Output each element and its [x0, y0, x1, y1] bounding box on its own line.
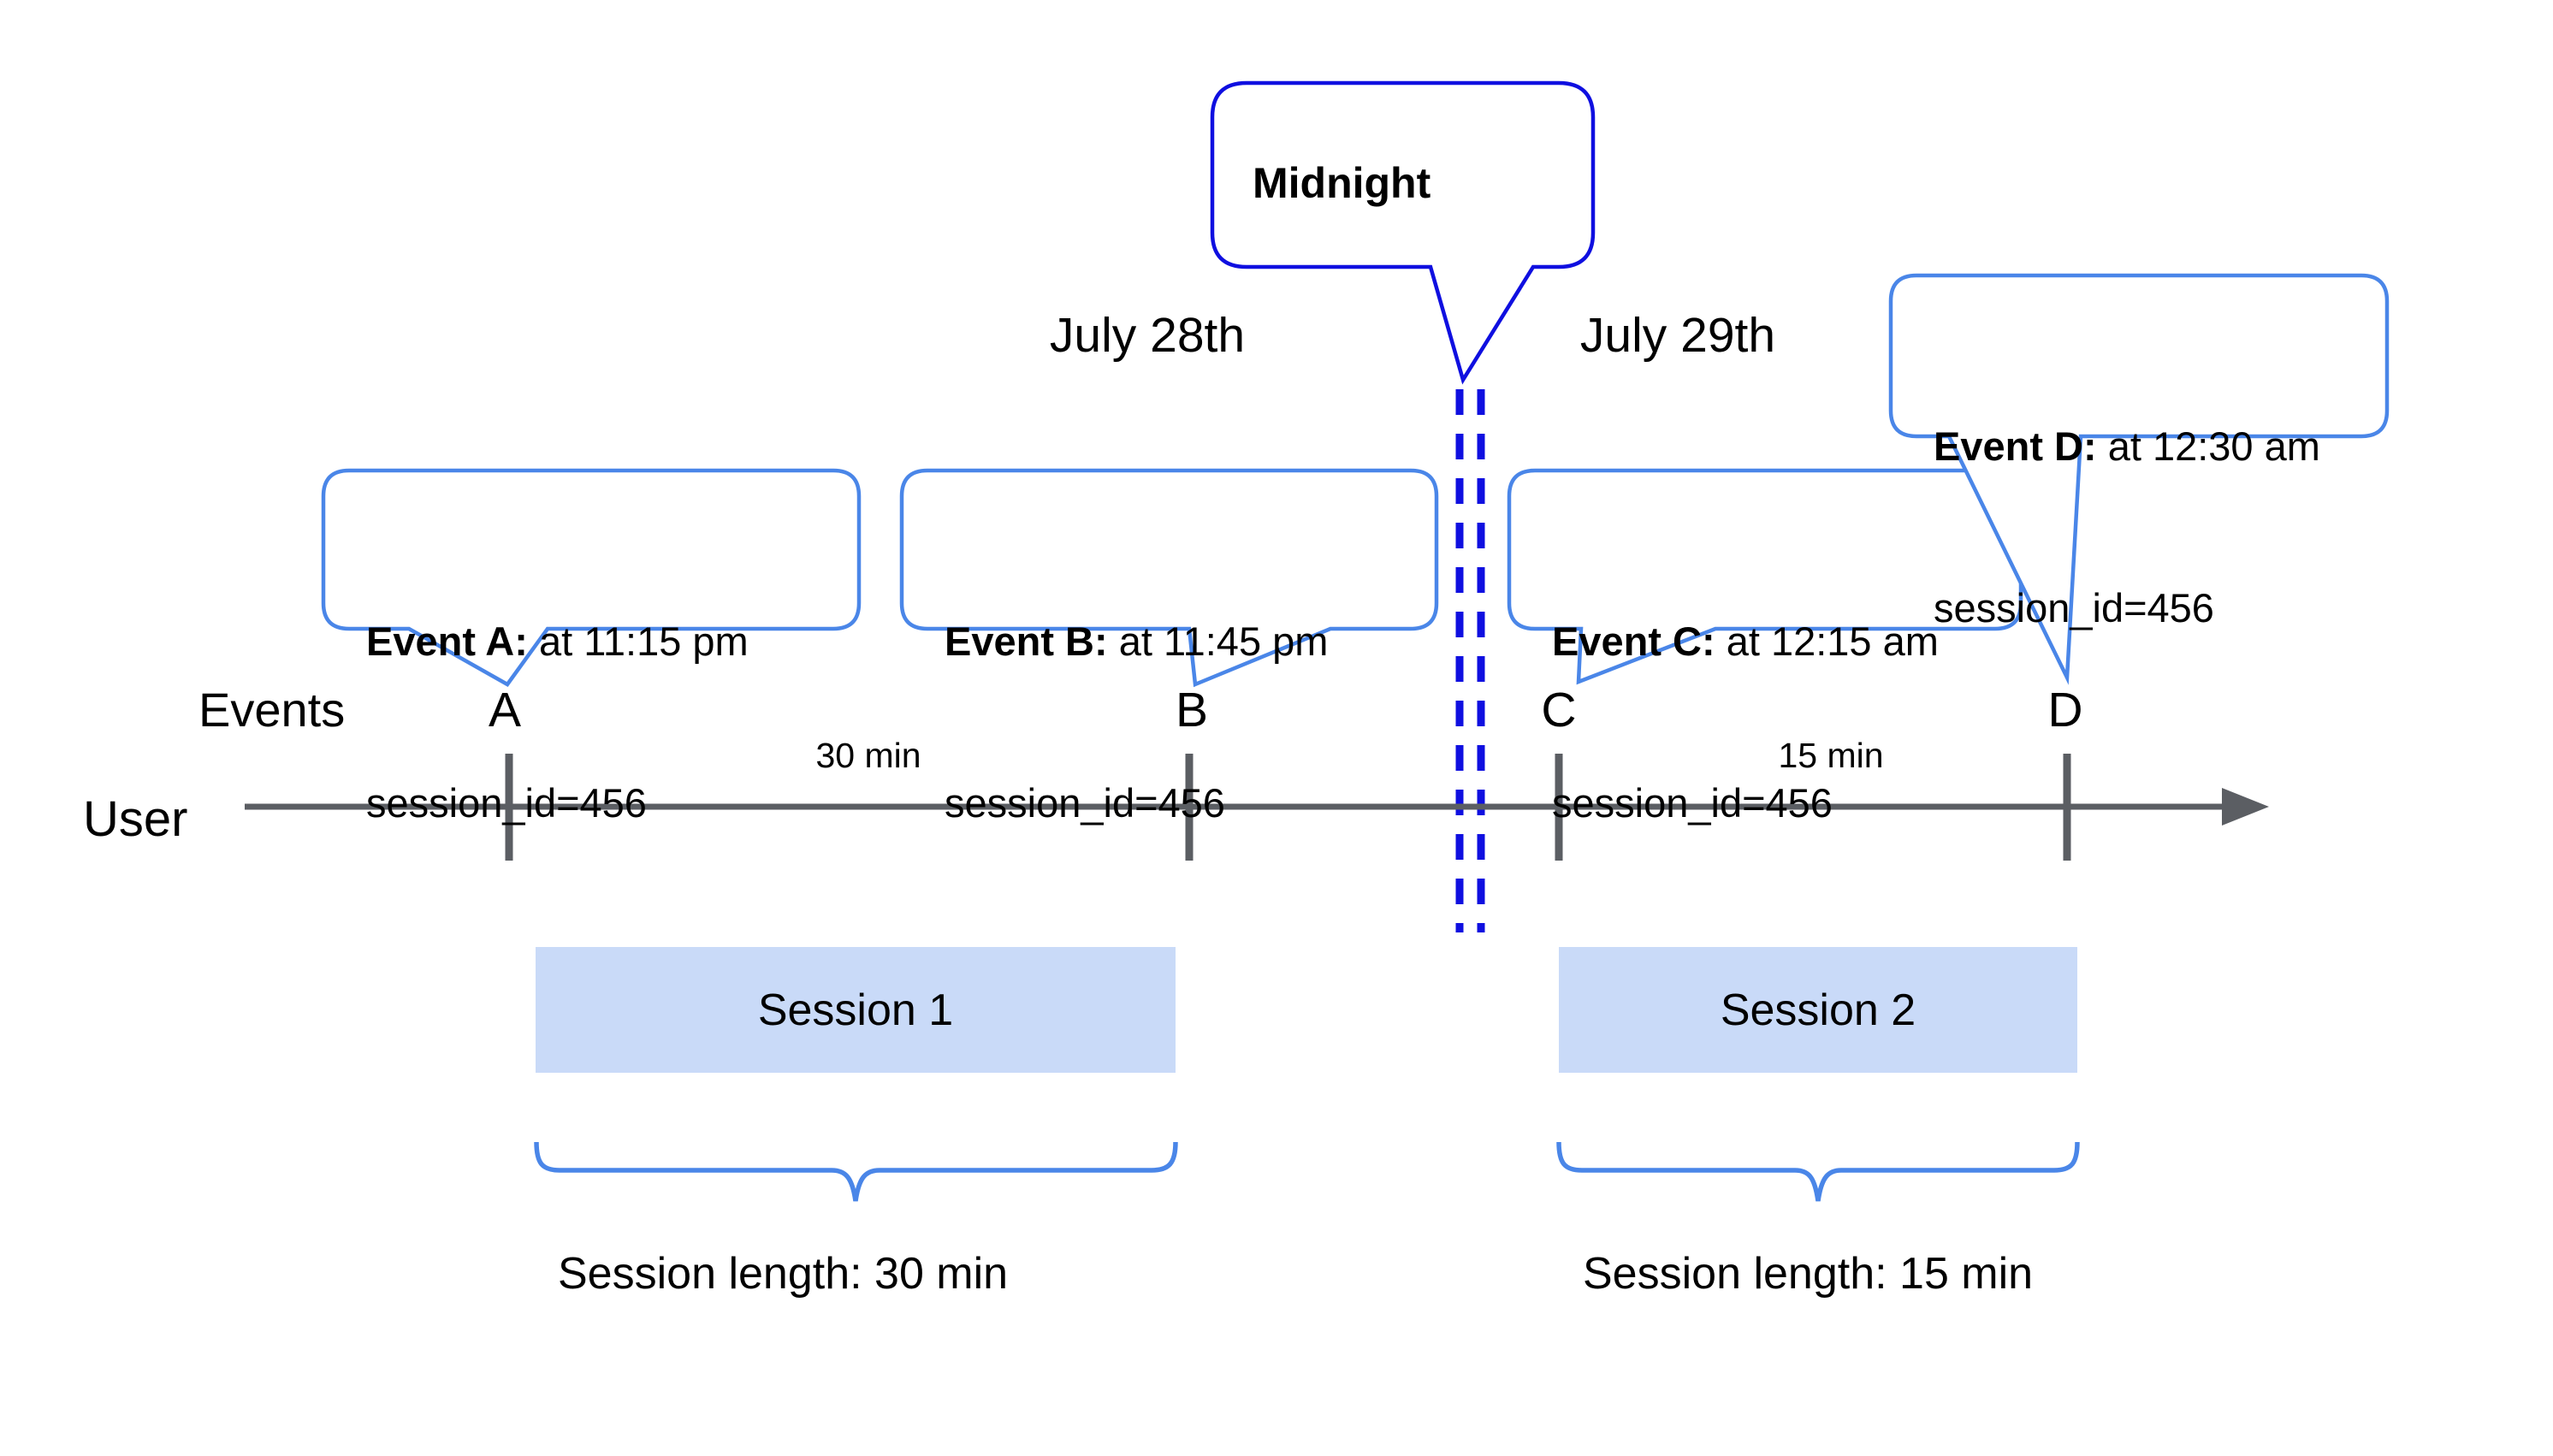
session-2-name: Session 2	[1720, 985, 1916, 1035]
event-b-session-id: session_id=456	[945, 780, 1225, 826]
event-a-session-id: session_id=456	[366, 780, 647, 826]
event-b-tick-label: B	[1175, 683, 1209, 737]
session-1-box: Session 1	[536, 947, 1176, 1073]
event-c-time: at 12:15 am	[1715, 619, 1939, 664]
event-a-line1: Event A: at 11:15 pm	[366, 614, 749, 668]
event-d-title: Event D:	[1934, 423, 2097, 469]
midnight-callout-text: Midnight	[1253, 159, 1431, 207]
event-a-title: Event A:	[366, 619, 528, 664]
event-a-tick-label: A	[488, 683, 522, 737]
event-c-title: Event C:	[1552, 619, 1715, 664]
event-c-tick-label: C	[1541, 683, 1577, 737]
event-d-session-id: session_id=456	[1934, 585, 2214, 630]
event-b-callout-text: Event B: at 11:45 pm session_id=456	[945, 506, 1328, 938]
session-1-name: Session 1	[757, 985, 954, 1035]
session-2-brace	[1556, 1141, 2080, 1202]
event-b-line1: Event B: at 11:45 pm	[945, 614, 1328, 668]
events-axis-label: Events	[198, 683, 346, 737]
event-b-callout-bubble	[899, 468, 1439, 688]
date-label-july-28: July 28th	[1049, 308, 1246, 363]
session-1-brace	[534, 1141, 1178, 1202]
gap-15min-label: 15 min	[1778, 736, 1884, 775]
event-d-tick-label: D	[2047, 683, 2083, 737]
session-1-length-label: Session length: 30 min	[558, 1249, 1009, 1299]
event-c-line1: Event C: at 12:15 am	[1552, 614, 1939, 668]
event-c-callout-text: Event C: at 12:15 am session_id=456	[1552, 506, 1939, 938]
gap-30min-label: 30 min	[815, 736, 921, 775]
session-2-length-label: Session length: 15 min	[1583, 1249, 2034, 1299]
event-a-callout-bubble	[321, 468, 862, 687]
event-a-callout-text: Event A: at 11:15 pm session_id=456	[366, 506, 749, 938]
date-label-july-29: July 29th	[1579, 308, 1776, 363]
timeline-arrowhead-icon	[2222, 788, 2269, 826]
event-d-line1: Event D: at 12:30 am	[1934, 419, 2320, 473]
event-d-callout-text: Event D: at 12:30 am session_id=456	[1934, 311, 2320, 743]
midnight-callout-bubble	[1210, 80, 1596, 385]
event-b-time: at 11:45 pm	[1107, 619, 1329, 664]
event-d-time: at 12:30 am	[2096, 423, 2320, 469]
event-b-title: Event B:	[945, 619, 1108, 664]
event-d-callout-bubble	[1888, 273, 2390, 685]
event-c-session-id: session_id=456	[1552, 780, 1833, 826]
user-axis-label: User	[83, 791, 188, 847]
session-2-box: Session 2	[1559, 947, 2077, 1073]
event-a-time: at 11:15 pm	[527, 619, 749, 664]
